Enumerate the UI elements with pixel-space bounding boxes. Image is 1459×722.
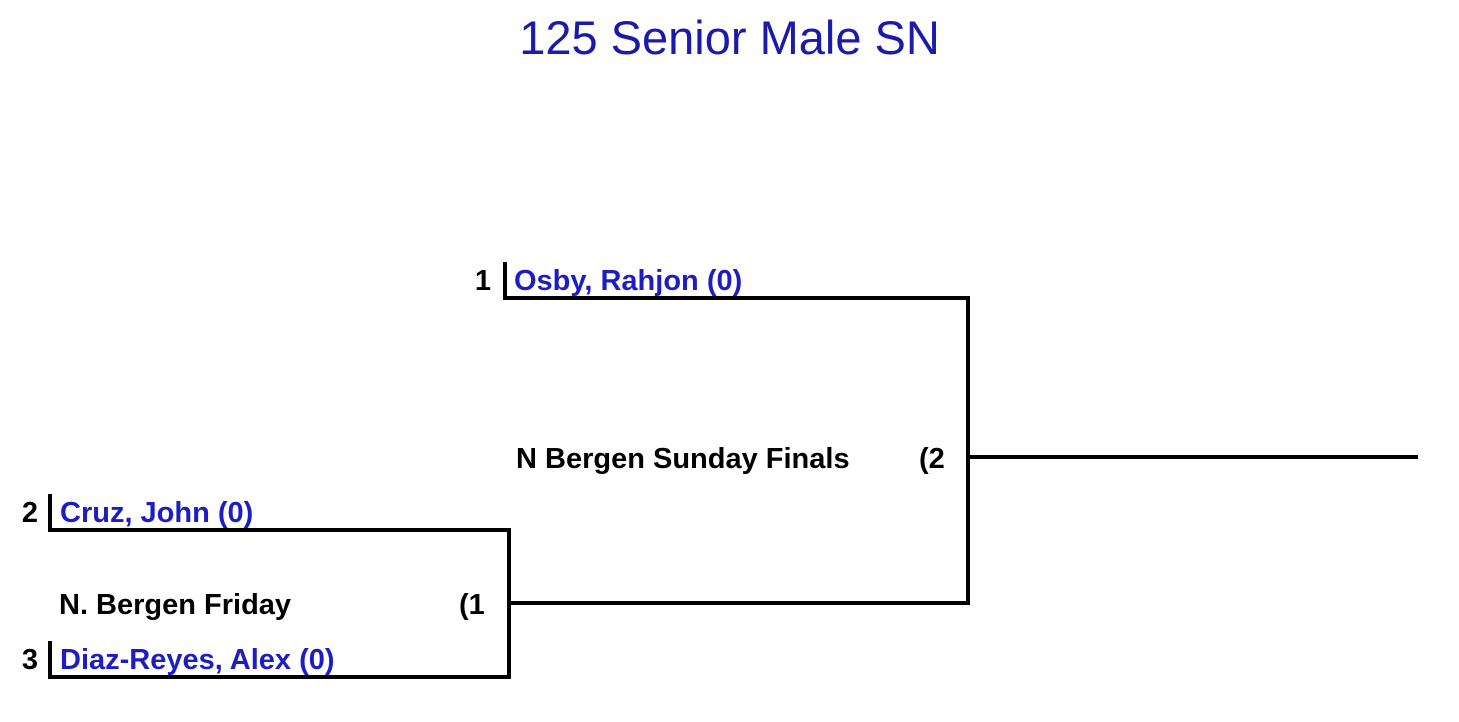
finals-bracket-connector <box>966 296 970 605</box>
entry-2-tick-line <box>48 494 52 532</box>
competitor-cruz-john[interactable]: Cruz, John (0) <box>60 497 254 529</box>
competitor-osby-rahjon[interactable]: Osby, Rahjon (0) <box>514 265 743 297</box>
bout-label-round-1: N. Bergen Friday (1 <box>59 588 499 622</box>
round-1-winner-line <box>507 601 969 605</box>
entry-1-advance-line <box>503 296 970 300</box>
entry-3-tick-line <box>48 641 52 679</box>
entry-2-advance-line <box>48 528 511 532</box>
bout-name-finals: N Bergen Sunday Finals <box>516 443 850 475</box>
entry-3-advance-line <box>48 675 511 679</box>
bout-score-finals: (2 <box>919 443 945 475</box>
page-title: 125 Senior Male SN <box>519 11 940 64</box>
bout-label-finals: N Bergen Sunday Finals (2 <box>516 442 962 476</box>
seed-number-3: 3 <box>21 644 38 676</box>
finals-winner-line <box>966 455 1418 459</box>
bout-name-round-1: N. Bergen Friday <box>59 589 292 621</box>
seed-number-1: 1 <box>474 265 491 297</box>
seed-number-2: 2 <box>21 497 38 529</box>
entry-1-tick-line <box>503 262 507 300</box>
competitor-diaz-reyes-alex[interactable]: Diaz-Reyes, Alex (0) <box>60 644 335 676</box>
bout-score-round-1: (1 <box>459 589 485 621</box>
